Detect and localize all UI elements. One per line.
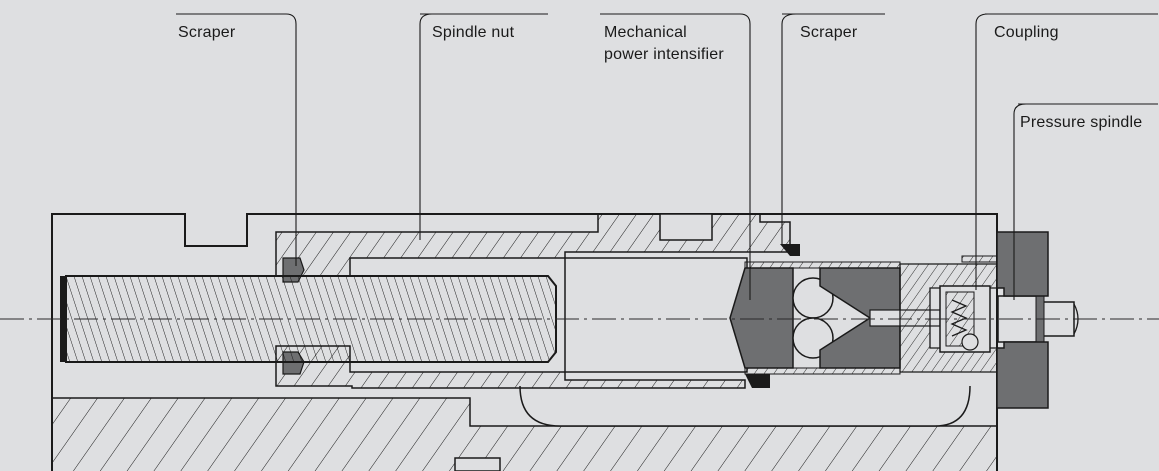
end-cap: [996, 231, 1049, 409]
label-coupling: Coupling: [994, 24, 1059, 41]
power-intensifier: [729, 261, 941, 375]
label-pressure-spindle: Pressure spindle: [1020, 114, 1142, 131]
leader-lines: [176, 13, 1158, 300]
label-scraper-left: Scraper: [178, 24, 236, 41]
housing: [51, 213, 998, 471]
label-power-intensifier: power intensifier: [604, 46, 724, 63]
label-mechanical: Mechanical: [604, 24, 687, 41]
label-spindle-nut: Spindle nut: [432, 24, 515, 41]
scraper-right-part: [745, 244, 800, 388]
spindle-nut-housing: [275, 213, 791, 389]
label-scraper-right: Scraper: [800, 24, 858, 41]
